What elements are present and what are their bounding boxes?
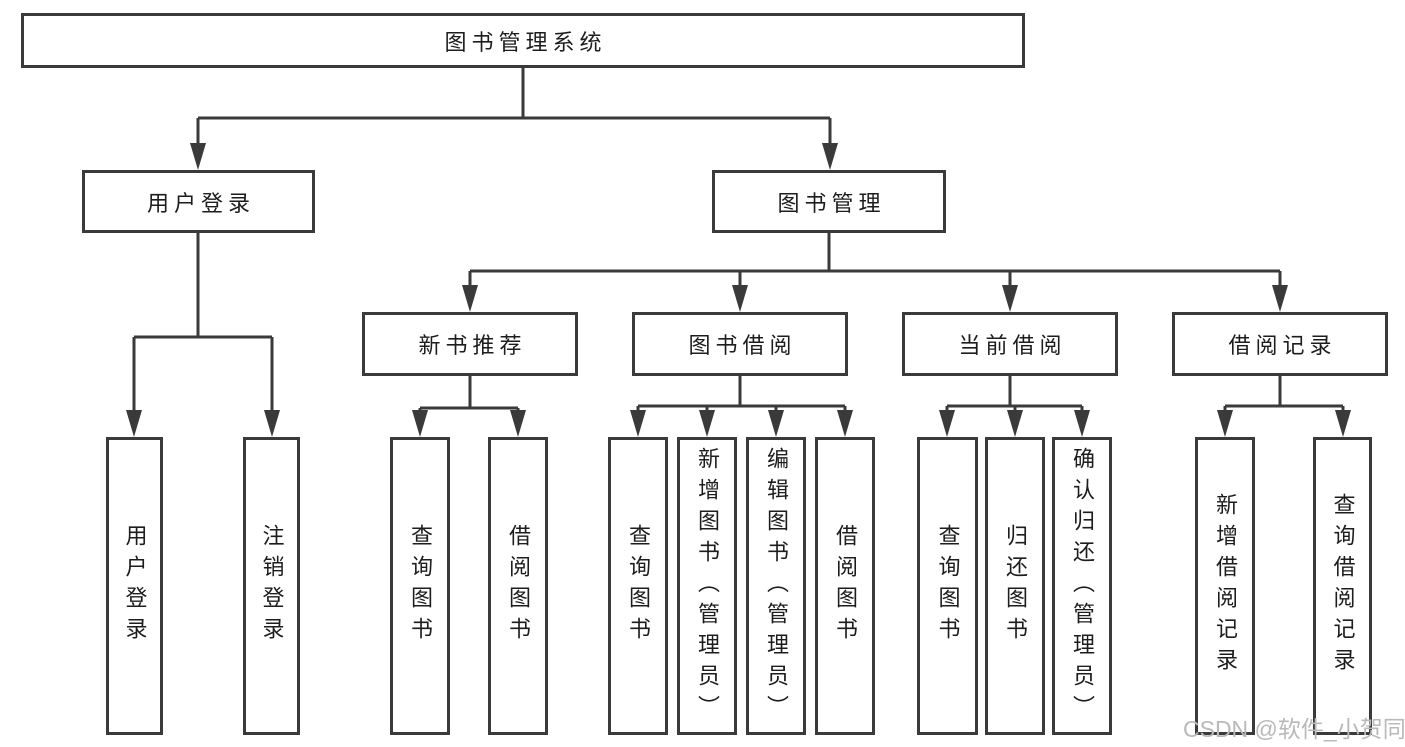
leaf-current-query-books-label: 查询图书 [935, 524, 961, 648]
leaf-records-query-record-label: 查询借阅记录 [1330, 493, 1356, 679]
leaf-newbook-query-books: 查询图书 [390, 437, 450, 735]
leaf-bookborrow-add-books-label: 新增图书（管理员） [695, 446, 720, 726]
node-book-borrow: 图书借阅 [632, 312, 848, 376]
leaf-bookborrow-borrow-books-label: 借阅图书 [833, 524, 858, 648]
node-borrow-records: 借阅记录 [1172, 312, 1388, 376]
leaf-bookborrow-edit-books-label: 编辑图书（管理员） [764, 446, 789, 726]
leaf-user-login: 用户登录 [106, 437, 163, 735]
leaf-current-confirm-return-label: 确认归还（管理员） [1070, 446, 1095, 726]
leaf-user-login-label: 用户登录 [122, 524, 148, 648]
node-book-management: 图书管理 [712, 170, 946, 233]
node-current-borrow: 当前借阅 [902, 312, 1118, 376]
leaf-records-query-record: 查询借阅记录 [1313, 437, 1372, 735]
watermark: CSDN @软件_小贺同学 [1183, 716, 1405, 742]
leaf-current-return-books-label: 归还图书 [1003, 524, 1028, 648]
leaf-newbook-borrow-books-label: 借阅图书 [506, 524, 531, 648]
leaf-newbook-query-books-label: 查询图书 [408, 524, 433, 648]
leaf-newbook-borrow-books: 借阅图书 [488, 437, 548, 735]
leaf-bookborrow-query-books-label: 查询图书 [626, 524, 651, 648]
leaf-bookborrow-borrow-books: 借阅图书 [815, 437, 875, 735]
node-user-login: 用户登录 [82, 170, 315, 233]
leaf-records-add-record-label: 新增借阅记录 [1213, 493, 1238, 679]
leaf-bookborrow-query-books: 查询图书 [608, 437, 668, 735]
leaf-logout: 注销登录 [243, 437, 300, 735]
leaf-records-add-record: 新增借阅记录 [1195, 437, 1255, 735]
node-new-book-recommend: 新书推荐 [362, 312, 578, 376]
leaf-current-return-books: 归还图书 [985, 437, 1045, 735]
leaf-current-query-books: 查询图书 [917, 437, 978, 735]
leaf-current-confirm-return: 确认归还（管理员） [1052, 437, 1112, 735]
leaf-logout-label: 注销登录 [259, 524, 285, 648]
node-root: 图书管理系统 [21, 13, 1025, 68]
leaf-bookborrow-edit-books: 编辑图书（管理员） [746, 437, 806, 735]
leaf-bookborrow-add-books: 新增图书（管理员） [677, 437, 737, 735]
